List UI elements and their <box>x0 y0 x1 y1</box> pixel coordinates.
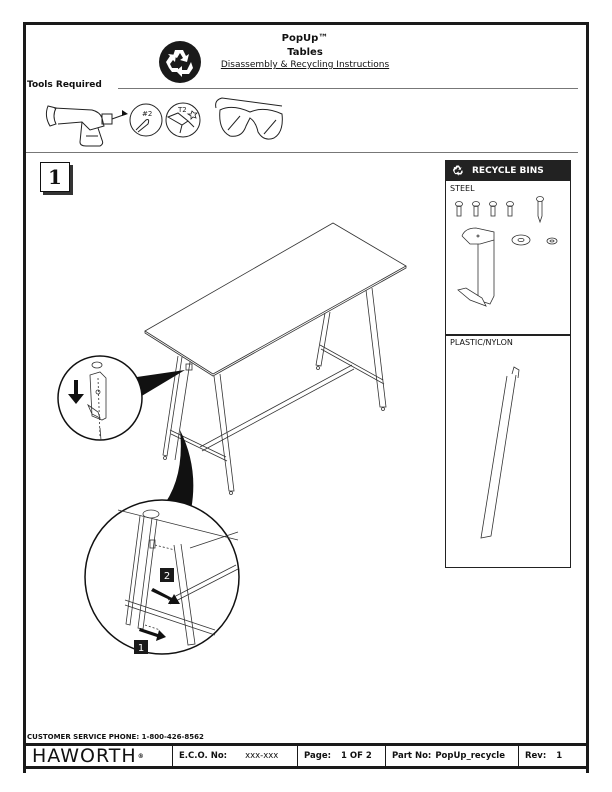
eco-cell: E.C.O. No: xxx-xxx <box>173 746 298 766</box>
step-number-badge: 1 <box>40 162 70 192</box>
recycle-header-icon <box>452 165 463 176</box>
svg-text:T2: T2 <box>177 106 187 114</box>
svg-text:1: 1 <box>138 643 144 654</box>
svg-text:#2: #2 <box>142 110 152 118</box>
eco-label: E.C.O. No: <box>179 751 228 761</box>
cordless-drill-icon <box>45 105 128 147</box>
product-subtitle: Tables <box>287 47 323 58</box>
customer-service-phone: CUSTOMER SERVICE PHONE: 1-800-426-8562 <box>27 733 204 741</box>
rev-label: Rev: <box>525 751 547 761</box>
brand-cell: HAWORTH® <box>26 745 173 767</box>
page-frame <box>23 22 589 773</box>
torx-bit-icon: T2 <box>165 102 201 138</box>
safety-glasses-icon <box>215 97 283 140</box>
rev-value: 1 <box>556 751 563 761</box>
tools-required-label: Tools Required <box>27 80 102 90</box>
haworth-logo: HAWORTH <box>32 745 137 767</box>
part-label: Part No: <box>392 751 432 761</box>
recycle-bins-title: RECYCLE BINS <box>472 166 544 176</box>
page-value: 1 OF 2 <box>341 751 372 761</box>
page-label: Page: <box>304 751 331 761</box>
recycle-logo-icon <box>159 41 201 83</box>
recycle-bins-panel: RECYCLE BINS STEEL PLASTIC/NYLON <box>445 160 571 568</box>
rev-cell: Rev: 1 <box>519 746 586 766</box>
eco-value: xxx-xxx <box>245 751 279 761</box>
title-block: HAWORTH® E.C.O. No: xxx-xxx Page: 1 OF 2… <box>23 743 589 769</box>
down-arrow-icon <box>68 380 84 404</box>
phillips-bit-icon: #2 <box>129 103 163 137</box>
document-title: Disassembly & Recycling Instructions <box>220 60 390 70</box>
part-cell: Part No: PopUp_recycle <box>386 746 519 766</box>
page-cell: Page: 1 OF 2 <box>298 746 386 766</box>
recycle-bins-divider <box>446 334 570 336</box>
plastic-section-label: PLASTIC/NYLON <box>450 338 513 347</box>
pull-arrow-1-icon <box>139 628 166 641</box>
screw-icon <box>455 201 463 217</box>
svg-text:2: 2 <box>164 571 170 582</box>
registered-mark: ® <box>137 752 144 760</box>
recycle-bins-header: RECYCLE BINS <box>446 161 570 181</box>
part-value: PopUp_recycle <box>435 751 505 761</box>
tools-divider-bottom <box>26 152 578 153</box>
product-name: PopUp™ <box>281 33 329 44</box>
tools-divider-top <box>118 88 578 89</box>
pull-arrow-2-icon <box>151 588 180 604</box>
steel-section-label: STEEL <box>450 184 475 193</box>
